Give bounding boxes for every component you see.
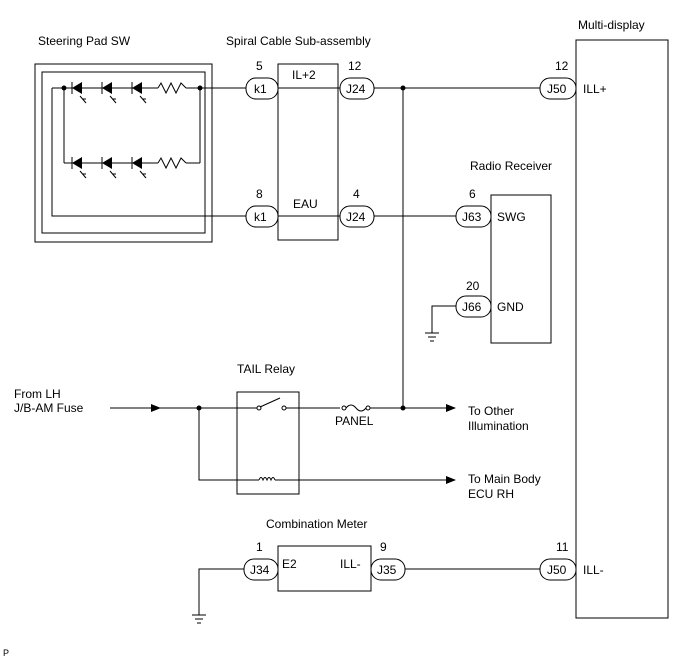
spiral-cable-title: Spiral Cable Sub-assembly (226, 34, 371, 48)
wire-eau-inner (51, 88, 246, 217)
led-icon (131, 82, 147, 104)
wire-meter-ground (198, 568, 244, 615)
radio-receiver-title: Radio Receiver (470, 159, 552, 173)
from-lh-line2: J/B-AM Fuse (14, 401, 84, 415)
multi-display-title: Multi-display (578, 18, 645, 32)
connector-j63 (455, 205, 492, 228)
terminal-ill-minus: ILL- (583, 563, 604, 577)
fuse-icon (341, 404, 371, 412)
connector-j34-label: J34 (250, 563, 270, 577)
connector-j66-label: J66 (462, 300, 482, 314)
relay-coil-icon (237, 477, 299, 482)
multi-display-box (575, 39, 669, 619)
spiral-cable-box (277, 63, 339, 241)
pin-j66: 20 (466, 279, 480, 293)
led-icon (71, 157, 87, 179)
fuse-label-panel: PANEL (335, 414, 374, 428)
combination-meter-title: Combination Meter (266, 517, 367, 531)
pin-k1-top: 5 (256, 59, 263, 73)
steering-pad-sw-title: Steering Pad SW (38, 34, 131, 48)
connector-j35-label: J35 (377, 563, 397, 577)
tail-relay-box (236, 391, 300, 495)
tail-relay-title: TAIL Relay (237, 362, 295, 376)
terminal-swg: SWG (497, 210, 526, 224)
radio-receiver-box (490, 194, 552, 344)
resistor-icon (157, 156, 187, 170)
pin-j24-bottom: 4 (353, 187, 360, 201)
connector-j24-top-label: J24 (346, 82, 366, 96)
terminal-e2: E2 (282, 557, 297, 571)
to-other-line2: Illumination (468, 419, 529, 433)
pin-k1-bottom: 8 (256, 187, 263, 201)
to-other-line1: To Other (468, 404, 514, 418)
pin-j24-top: 12 (348, 59, 362, 73)
pin-j50-bottom: 11 (556, 540, 569, 554)
steering-pad-sw-inner (41, 71, 206, 234)
wire-radio-ground (431, 305, 456, 333)
led-icon (101, 82, 117, 104)
relay-switch-icon (237, 397, 299, 411)
pin-j35: 9 (380, 540, 387, 554)
illumination-led-array (61, 81, 203, 179)
from-lh-line1: From LH (14, 387, 61, 401)
terminal-ill-plus: ILL+ (583, 82, 607, 96)
led-icon (71, 82, 87, 104)
pin-j34: 1 (256, 540, 263, 554)
terminal-il2: IL+2 (292, 68, 316, 82)
connector-k1-top-label: k1 (254, 82, 267, 96)
resistor-icon (157, 81, 187, 95)
combination-meter-box (277, 545, 372, 592)
pin-j63: 6 (469, 187, 476, 201)
connector-k1-bottom (245, 205, 279, 228)
led-icon (101, 157, 117, 179)
connector-j24-bottom-label: J24 (346, 210, 366, 224)
pin-j50-top: 12 (555, 59, 569, 73)
connector-j50-top-label: J50 (547, 82, 567, 96)
terminal-eau: EAU (293, 197, 318, 211)
connector-k1-top (245, 77, 279, 100)
terminal-gnd: GND (497, 300, 524, 314)
connector-j50-bottom-label: J50 (547, 563, 567, 577)
corner-mark: P (3, 648, 9, 658)
to-main-line1: To Main Body (468, 472, 541, 486)
terminal-meter-ill-minus: ILL- (340, 557, 361, 571)
ground-icon (192, 614, 206, 624)
led-icon (131, 157, 147, 179)
ground-icon (425, 332, 439, 342)
connector-j50-top (539, 77, 577, 100)
connector-k1-bottom-label: k1 (254, 210, 267, 224)
connector-j63-label: J63 (462, 210, 482, 224)
to-main-line2: ECU RH (468, 487, 514, 501)
